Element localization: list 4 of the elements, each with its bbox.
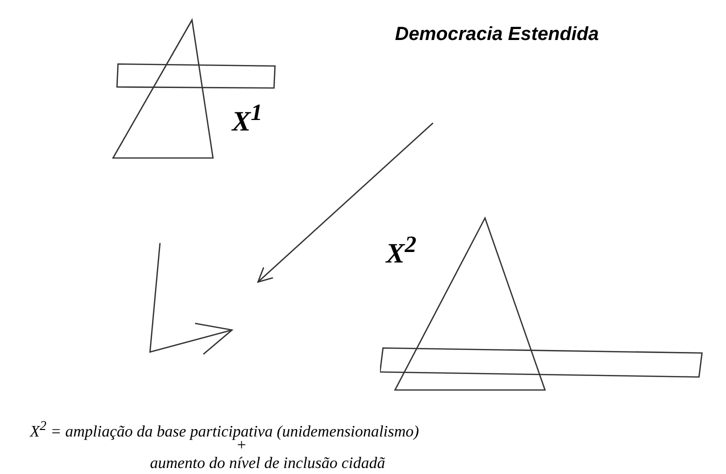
variable-label: X$^{2}$ <box>386 232 416 270</box>
variable-label: X$^{1}$ <box>232 100 262 138</box>
title: Democracia Estendida <box>395 24 599 46</box>
caption-text: aumento do nível de inclusão cidadã <box>150 455 386 473</box>
